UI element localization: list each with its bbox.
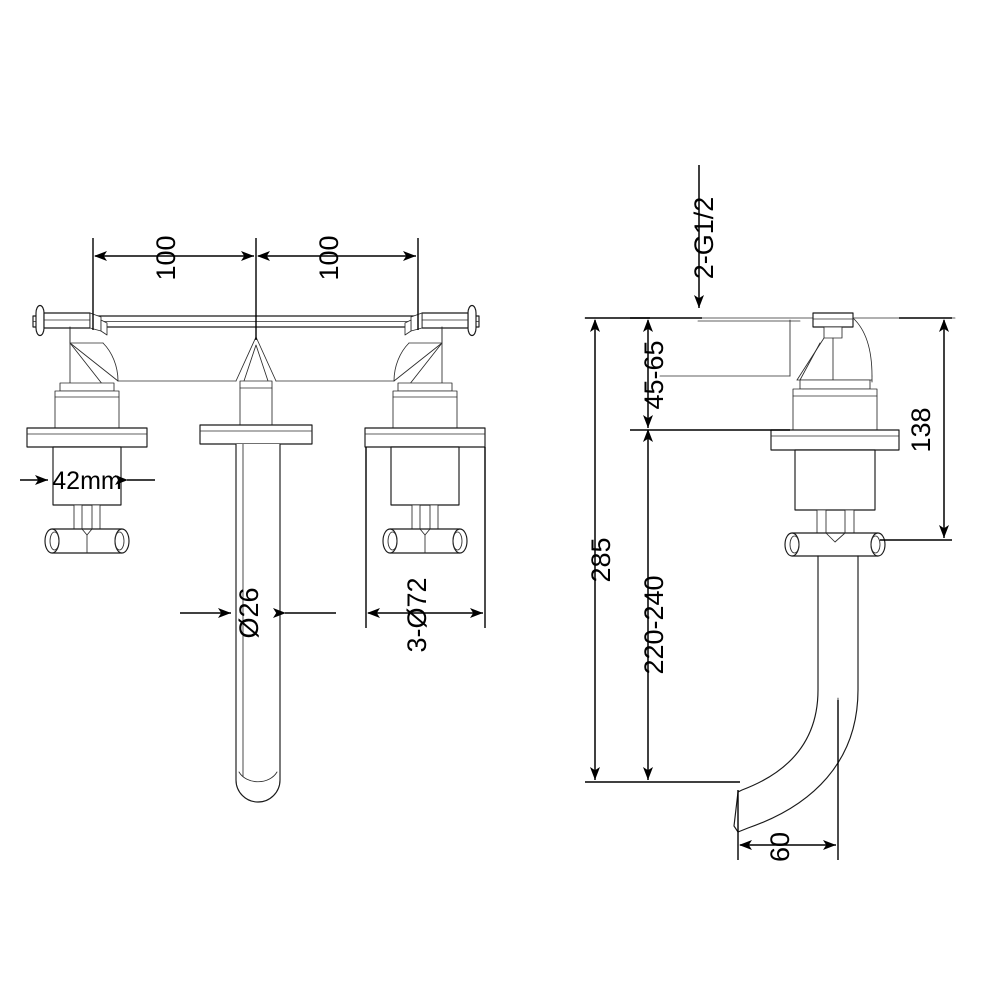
side-lever-handle (796, 312, 873, 383)
dimension-60: 60 (737, 700, 839, 862)
front-left-valve-assembly (26, 382, 148, 554)
front-right-valve-assembly (364, 382, 486, 554)
dim-3d72-label: 3-Ø72 (402, 577, 432, 652)
dim-2g12-label: 2-G1/2 (689, 197, 719, 280)
dim-60-label: 60 (765, 832, 795, 862)
dimension-220-240: 220-240 (639, 429, 669, 780)
side-body-outline (659, 319, 801, 377)
dim-45-65-label: 45-65 (639, 340, 669, 409)
side-valve-body (770, 379, 900, 557)
dim-100-right-label: 100 (314, 235, 344, 280)
front-left-lever-handle (35, 305, 108, 336)
dim-220-240-label: 220-240 (639, 575, 669, 674)
front-right-lever-handle (404, 305, 477, 336)
dimension-285: 285 (585, 317, 740, 783)
dimension-100-pair: 100 100 (92, 235, 419, 340)
dim-285-label: 285 (586, 537, 616, 582)
front-view: 100 100 42mm Ø26 3-Ø72 (20, 235, 486, 803)
dimension-d26: Ø26 (180, 587, 336, 639)
dimension-2g12: 2-G1/2 (689, 165, 719, 308)
dim-138-label: 138 (906, 407, 936, 452)
dim-d26-label: Ø26 (234, 587, 264, 638)
dimension-42mm: 42mm (20, 467, 155, 495)
dimension-3d72: 3-Ø72 (365, 447, 486, 653)
dimension-138: 138 (880, 317, 952, 541)
side-view: 2-G1/2 45-65 138 285 220-240 (584, 165, 956, 862)
dimension-45-65: 45-65 (630, 317, 790, 431)
dim-42mm-label: 42mm (52, 467, 121, 495)
dim-100-left-label: 100 (151, 235, 181, 280)
front-center-spout-assembly (199, 380, 313, 803)
